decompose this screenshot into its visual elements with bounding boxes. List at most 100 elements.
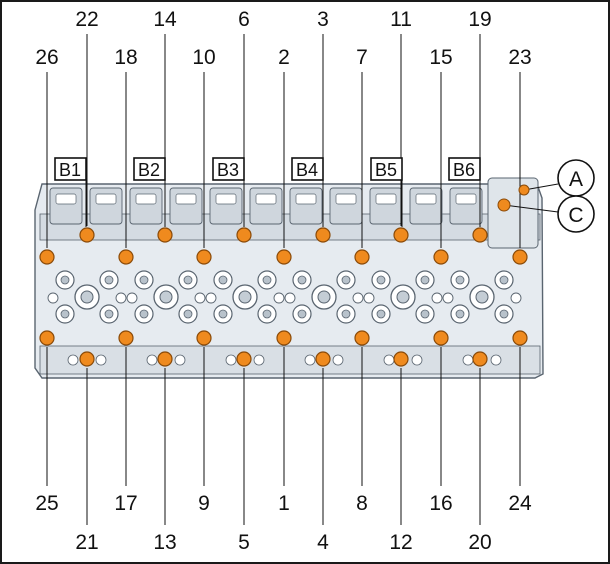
head-bolt-21 xyxy=(79,351,95,367)
bolt-label-11: 11 xyxy=(390,8,412,31)
bolt-label-8: 8 xyxy=(356,492,368,515)
lower-port xyxy=(411,354,423,366)
valve-stem xyxy=(262,275,272,285)
bridge-label-box xyxy=(448,157,481,181)
valve-stem xyxy=(183,309,193,319)
valve-stem xyxy=(455,275,465,285)
head-bolt-1 xyxy=(276,330,292,346)
valve-stem xyxy=(420,309,430,319)
valve-stem xyxy=(420,275,430,285)
bolt-label-3: 3 xyxy=(317,8,329,31)
bridge-block-slot xyxy=(455,193,477,205)
lower-port xyxy=(174,354,186,366)
bridge-label-b3: B3 xyxy=(217,160,239,180)
valve-stem xyxy=(60,275,70,285)
bridge-block xyxy=(209,187,243,225)
cylinder-valve-cluster xyxy=(205,270,285,366)
bolt-label-2: 2 xyxy=(278,46,290,69)
bridge-block xyxy=(249,187,283,225)
bolt-label-1: 1 xyxy=(278,492,290,515)
head-bolt-6 xyxy=(236,227,252,243)
bridge-label-box xyxy=(370,157,403,181)
head-bolt-7 xyxy=(354,249,370,265)
head-bolt-10 xyxy=(196,249,212,265)
cylinder-head xyxy=(34,177,544,379)
bolt-label-16: 16 xyxy=(429,492,452,515)
bridge-label-box xyxy=(54,157,87,181)
head-bolt-25 xyxy=(39,330,55,346)
bridge-block-slot xyxy=(135,193,157,205)
bolt-label-18: 18 xyxy=(114,46,137,69)
valve-stem xyxy=(499,275,509,285)
bridge-label-b6: B6 xyxy=(453,160,475,180)
coolant-port xyxy=(115,292,127,304)
injector-tip xyxy=(238,290,252,304)
bolt-label-24: 24 xyxy=(508,492,532,515)
head-bolt-14 xyxy=(157,227,173,243)
valve-stem xyxy=(376,275,386,285)
head-bolt-3 xyxy=(315,227,331,243)
valve-stem xyxy=(218,275,228,285)
fitting-c xyxy=(497,198,511,212)
cylinder-valve-cluster xyxy=(363,270,443,366)
valve-stem xyxy=(60,309,70,319)
bridge-block-slot xyxy=(255,193,277,205)
cylinder-valve-cluster xyxy=(284,270,364,366)
bridge-block xyxy=(329,187,363,225)
coolant-port xyxy=(363,292,375,304)
head-bolt-22 xyxy=(79,227,95,243)
coolant-port xyxy=(47,292,59,304)
callout-a-leader xyxy=(523,183,559,191)
head-bolt-9 xyxy=(196,330,212,346)
head-bolt-23 xyxy=(512,249,528,265)
valve-stem xyxy=(183,275,193,285)
bolt-label-7: 7 xyxy=(356,46,368,69)
head-bolt-11 xyxy=(393,227,409,243)
valve-stem xyxy=(139,309,149,319)
head-bolt-17 xyxy=(118,330,134,346)
coolant-port xyxy=(194,292,206,304)
head-bolt-19 xyxy=(472,227,488,243)
bridge-block xyxy=(369,187,403,225)
bolt-label-6: 6 xyxy=(238,8,250,31)
bridge-block-slot xyxy=(95,193,117,205)
valve-stem xyxy=(139,275,149,285)
bolt-label-21: 21 xyxy=(75,531,98,554)
valve-stem xyxy=(218,309,228,319)
callout-c-circle xyxy=(557,195,595,233)
head-bolt-8 xyxy=(354,330,370,346)
head-bolt-4 xyxy=(315,351,331,367)
bolt-label-23: 23 xyxy=(508,46,531,69)
head-bolt-15 xyxy=(433,249,449,265)
bolt-label-22: 22 xyxy=(75,8,98,31)
bridge-label-box xyxy=(133,157,166,181)
valve-stem xyxy=(376,309,386,319)
bridge-block-slot xyxy=(55,193,77,205)
lower-port xyxy=(462,354,474,366)
bridge-block-slot xyxy=(415,193,437,205)
bracket-block xyxy=(487,177,539,249)
coolant-port xyxy=(205,292,217,304)
bolt-label-20: 20 xyxy=(468,531,491,554)
bolt-label-13: 13 xyxy=(153,531,176,554)
lower-port xyxy=(304,354,316,366)
valve-stem xyxy=(341,275,351,285)
bridge-block xyxy=(409,187,443,225)
bolt-label-19: 19 xyxy=(468,8,491,31)
valve-stem xyxy=(341,309,351,319)
lower-port xyxy=(253,354,265,366)
head-bolt-2 xyxy=(276,249,292,265)
lower-port xyxy=(95,354,107,366)
bridge-block-slot xyxy=(175,193,197,205)
bridge-label-b4: B4 xyxy=(296,160,318,180)
bolt-label-10: 10 xyxy=(192,46,215,69)
bridge-block xyxy=(289,187,323,225)
head-bolt-12 xyxy=(393,351,409,367)
bridge-block-slot xyxy=(295,193,317,205)
head-bolt-5 xyxy=(236,351,252,367)
coolant-port xyxy=(126,292,138,304)
coolant-port xyxy=(273,292,285,304)
lower-port xyxy=(146,354,158,366)
